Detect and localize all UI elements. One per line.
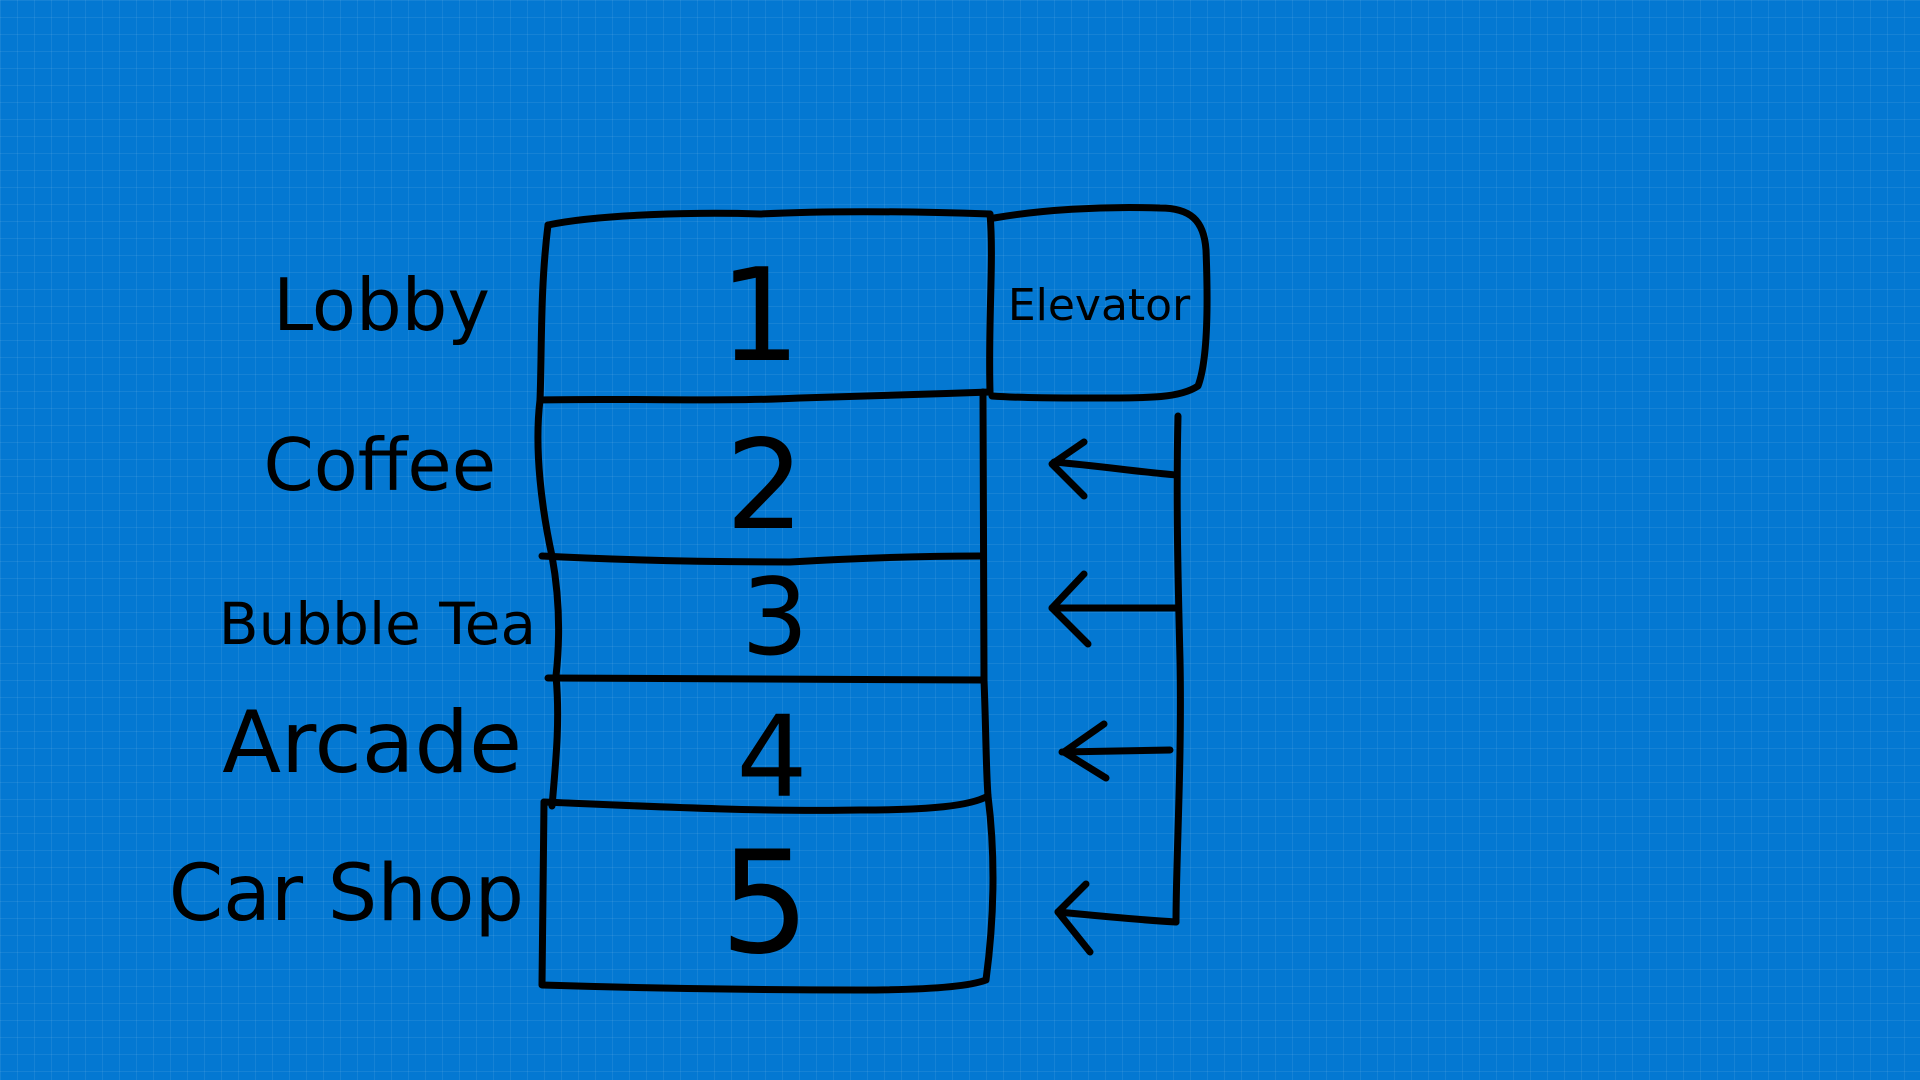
arrow-left-icon (1054, 880, 1180, 956)
floor-number-4: 4 (736, 693, 807, 823)
arrow-left-icon (1048, 438, 1180, 500)
floor-label-car-shop: Car Shop (169, 849, 524, 939)
floor-label-lobby: Lobby (273, 263, 490, 347)
elevator-label: Elevator (1008, 280, 1191, 331)
arrow-left-icon (1048, 570, 1180, 648)
floor-number-5: 5 (720, 821, 810, 986)
floor-number-2: 2 (726, 414, 805, 558)
floor-number-1: 1 (719, 242, 800, 391)
floor-number-3: 3 (741, 556, 808, 679)
floor-label-bubble-tea: Bubble Tea (219, 590, 536, 658)
building-outline (534, 208, 997, 994)
floor-label-arcade: Arcade (222, 693, 522, 793)
arrow-left-icon (1058, 720, 1174, 782)
elevator-box (988, 203, 1211, 402)
floor-label-coffee: Coffee (263, 423, 496, 507)
elevator-shaft-line (1172, 412, 1184, 926)
